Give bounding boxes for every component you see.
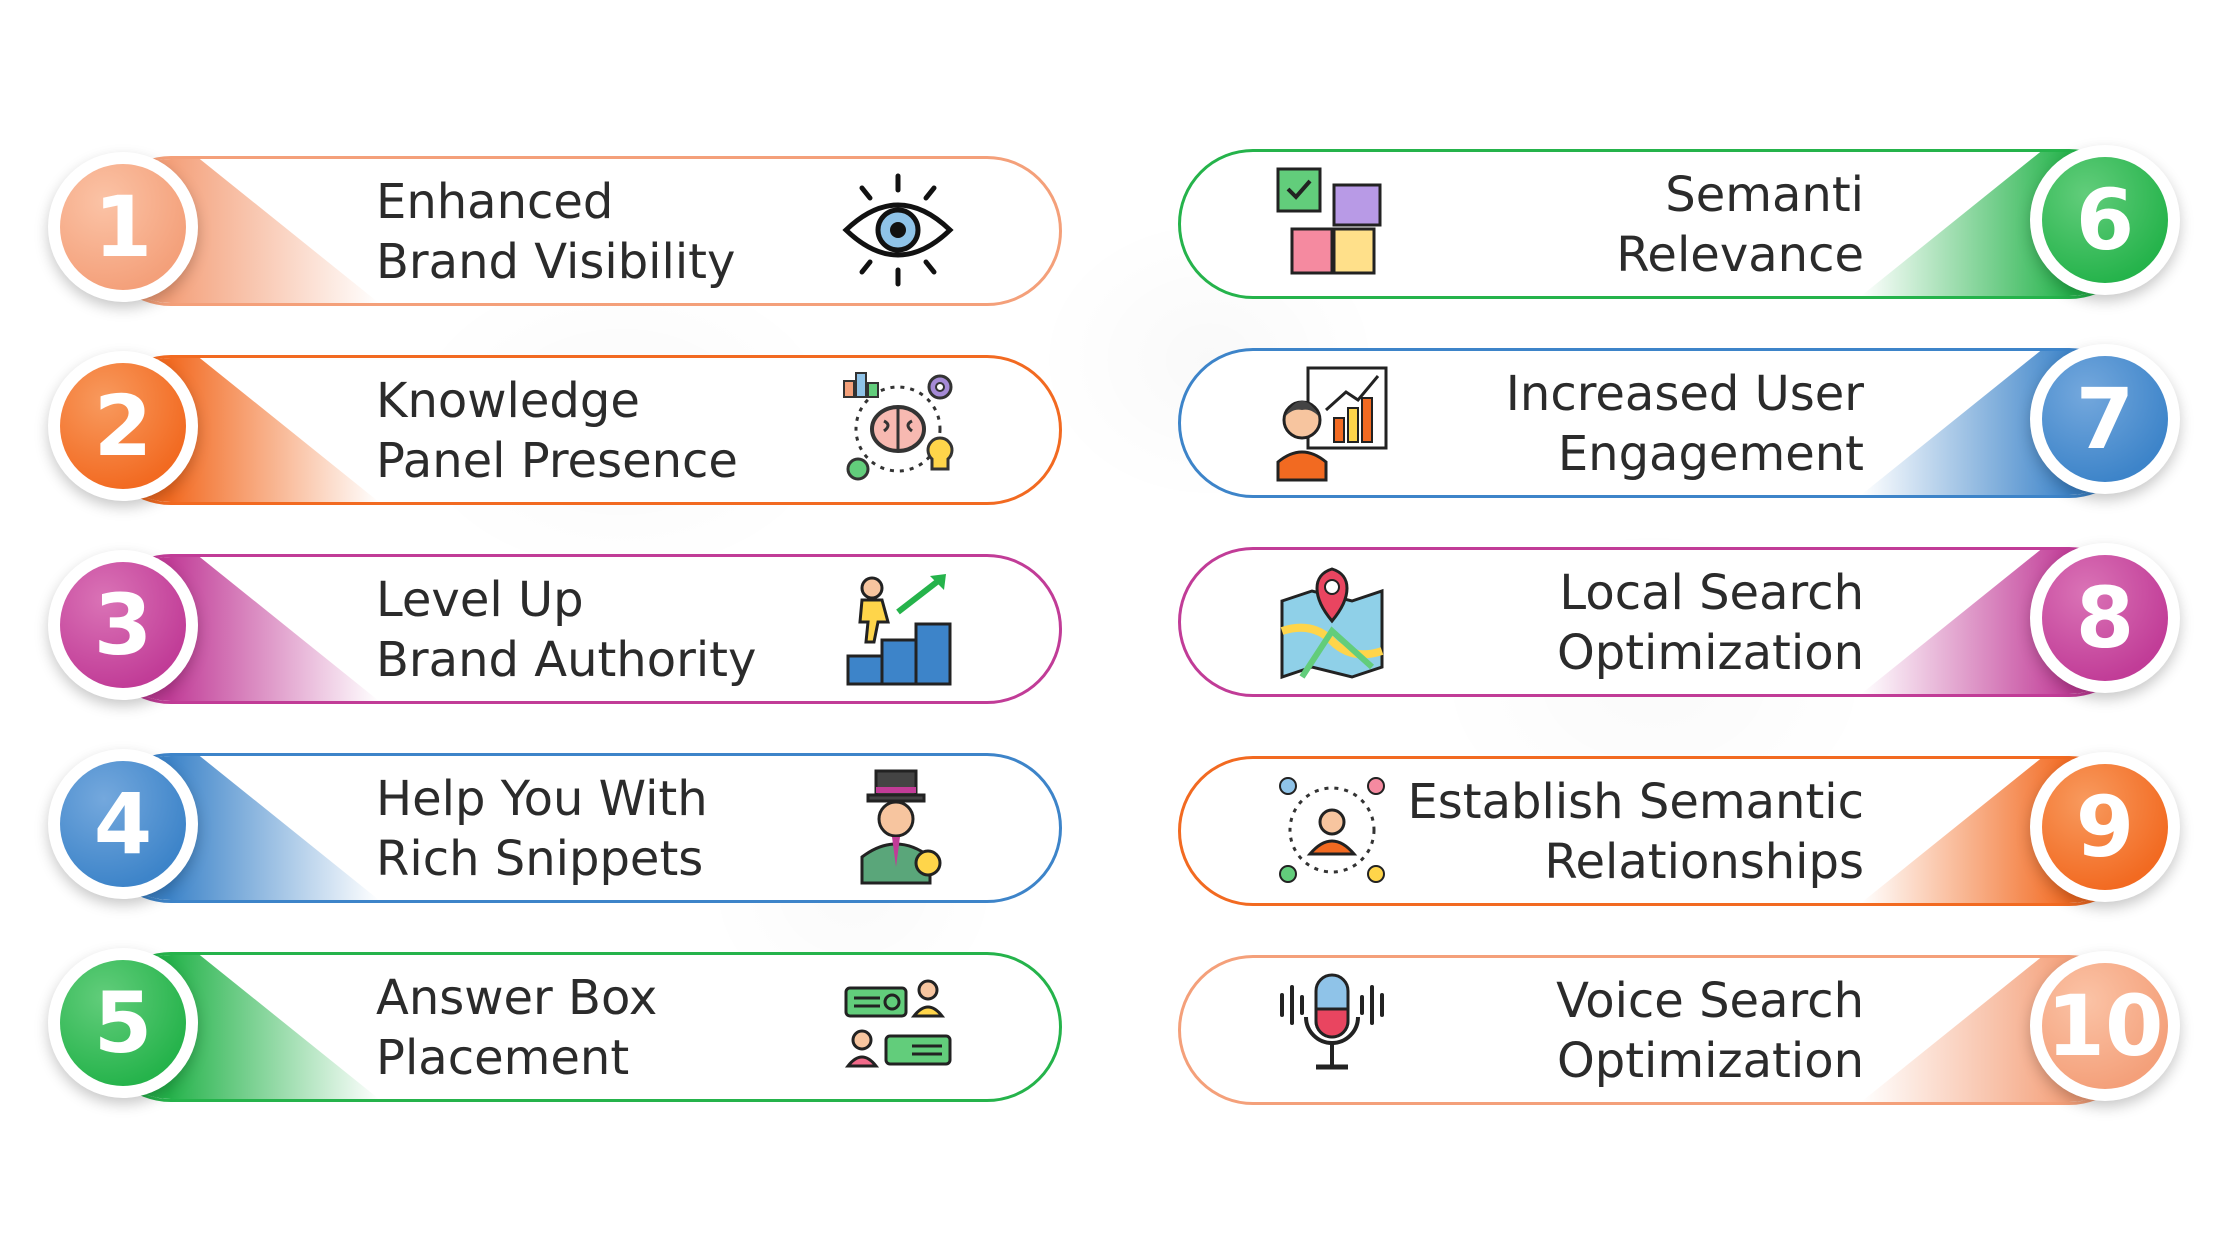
microphone-icon [1280, 973, 1384, 1070]
user-chart-icon [1276, 366, 1388, 482]
puzzle-icon [1276, 167, 1382, 275]
item-7-badge: 7 [2030, 344, 2180, 494]
item-10-badge: 10 [2030, 951, 2180, 1101]
map-pin-icon [1280, 567, 1384, 680]
item-8-number: 8 [2042, 555, 2168, 681]
item-4-badge: 4 [48, 749, 198, 899]
item-5-badge: 5 [48, 948, 198, 1098]
item-4-number: 4 [60, 761, 186, 887]
item-3-badge: 3 [48, 550, 198, 700]
item-2-badge: 2 [48, 351, 198, 501]
climbing-stairs-icon [846, 574, 952, 686]
item-9-badge: 9 [2030, 752, 2180, 902]
item-9-number: 9 [2042, 764, 2168, 890]
item-7-number: 7 [2042, 356, 2168, 482]
eye-icon [842, 173, 954, 287]
item-5-bar [96, 952, 1062, 1102]
item-3-number: 3 [60, 562, 186, 688]
question-answer-icon [844, 979, 952, 1068]
item-5-number: 5 [60, 960, 186, 1086]
item-6-number: 6 [2042, 157, 2168, 283]
item-1-number: 1 [60, 164, 186, 290]
item-6-badge: 6 [2030, 145, 2180, 295]
item-10-number: 10 [2042, 963, 2168, 1089]
item-2-number: 2 [60, 363, 186, 489]
detective-icon [860, 769, 942, 885]
item-8-badge: 8 [2030, 543, 2180, 693]
network-people-icon [1279, 777, 1385, 883]
item-1-badge: 1 [48, 152, 198, 302]
brain-icon [843, 372, 954, 481]
